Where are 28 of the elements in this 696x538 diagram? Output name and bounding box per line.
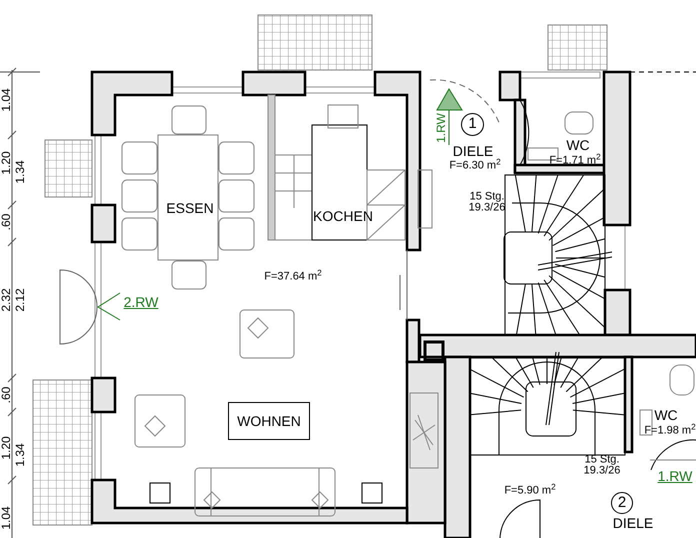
dimension-label: .60 [0,214,12,230]
escape-route-label: 2.RW [124,295,158,309]
escape-route-label: 1.RW [658,469,692,483]
dimension-label: 1.04 [0,506,12,530]
dimension-label: 1.34 [14,443,26,467]
room-label: WC [566,138,590,152]
room-label: DIELE [612,516,654,530]
dimension-label: .60 [0,386,12,404]
dimension-label: 2.32 [0,288,12,312]
area-label: 19.3/26 [468,202,506,214]
dimension-label: 1.34 [14,160,26,184]
area-label: F=5.90 m$^{2}$ [504,486,556,496]
area-label: F=1.98 m$^{2}$ [644,426,696,436]
area-label: F=6.30 m$^{2}$ [449,160,501,172]
escape-route-label: 1.RW [435,113,447,143]
room-label: DIELE [452,144,494,158]
area-label: F=37.64 m$^{2}$ [264,272,322,282]
dimension-label: 2.12 [14,288,26,312]
coffee-table: WOHNEN [228,402,310,440]
room-label: KOCHEN [313,209,373,223]
dimension-label: 1.20 [0,436,12,460]
dimension-label: 1.20 [0,151,12,175]
room-label: ESSEN [166,201,214,215]
area-label: 15 Stg. [470,192,504,202]
area-label: F=1.71 m$^{2}$ [549,156,601,166]
room-label: WC [654,408,678,422]
dimension-label: 1.04 [0,88,12,112]
area-label: 19.3/26 [584,466,620,476]
